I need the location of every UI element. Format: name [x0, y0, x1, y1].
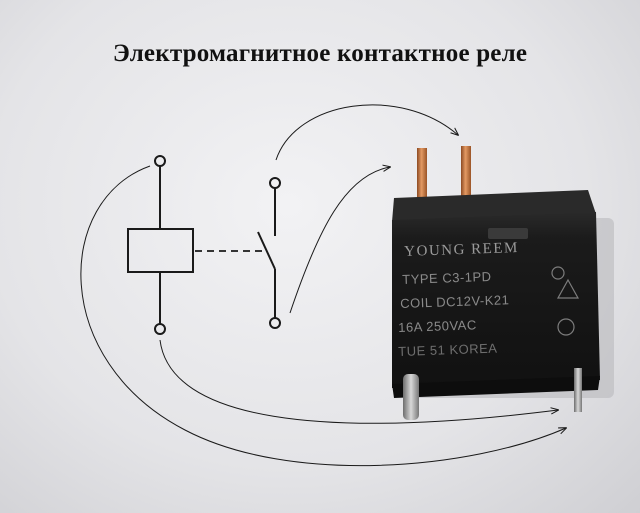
- relay-pin-bottom-left: [403, 374, 419, 420]
- coil-rectangle: [127, 228, 194, 273]
- contact-switch-blade: [257, 231, 276, 270]
- cert-mark-csa-icon: [557, 318, 575, 336]
- contact-symbol: [257, 177, 281, 329]
- cert-mark-ul-icon: [551, 266, 565, 280]
- cert-mark-triangle-icon: [556, 278, 580, 299]
- relay-pin-top-right: [461, 146, 471, 202]
- relay-body: [392, 212, 600, 388]
- relay-pin-bottom-right: [574, 368, 582, 412]
- contact-terminal-top: [269, 177, 281, 189]
- relay-type-marking: TYPE C3-1PD: [402, 268, 492, 287]
- page-title: Электромагнитное контактное реле: [112, 40, 528, 67]
- relay-component: [392, 146, 614, 420]
- relay-tab: [488, 228, 528, 239]
- coil-terminal-bottom: [154, 323, 166, 335]
- relay-pin-top-left: [417, 148, 427, 200]
- relay-rating-marking: 16A 250VAC: [398, 317, 477, 335]
- arrow-coil-top-to-pin: [80, 165, 566, 467]
- arrow-contact-top-to-pin: [275, 104, 458, 161]
- arrow-coil-bottom-to-pin: [159, 339, 558, 424]
- arrow-contact-bottom-to-pin: [289, 167, 390, 314]
- coil-terminal-top: [154, 155, 166, 167]
- relay-base: [392, 376, 600, 398]
- coil-symbol: [127, 155, 194, 335]
- contact-terminal-bottom: [269, 317, 281, 329]
